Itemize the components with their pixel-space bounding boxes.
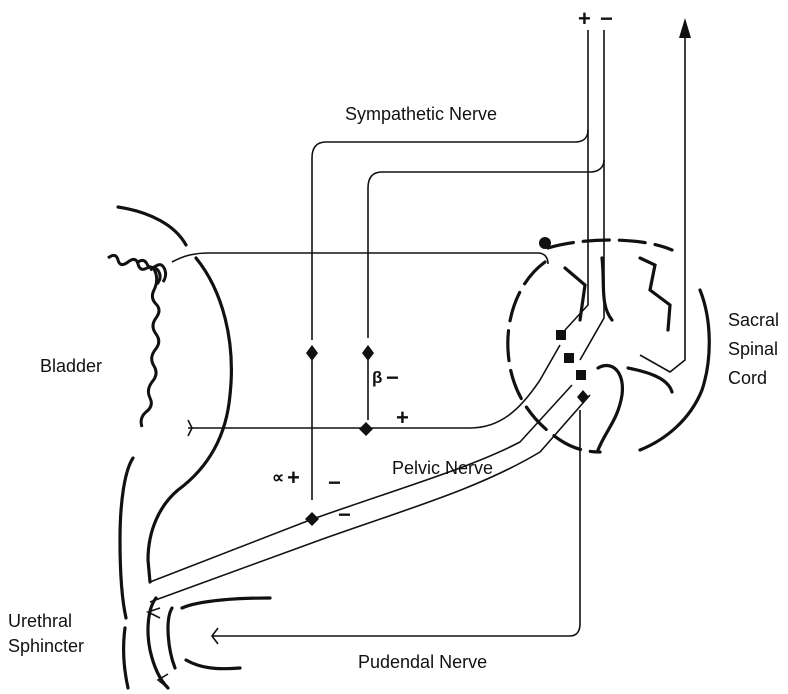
ganglion-dot-icon [539, 237, 551, 249]
synapse-diamond-icon [362, 345, 374, 361]
bladder-label: Bladder [40, 356, 102, 376]
urethral-sphincter [124, 598, 270, 688]
pelvic-nerve-label: Pelvic Nerve [392, 458, 493, 478]
urethral-label: Urethral [8, 611, 72, 631]
synapse-diamond-icon [306, 345, 318, 361]
top-plus-sign: + [578, 6, 591, 31]
sympathetic-nerve-label: Sympathetic Nerve [345, 104, 497, 124]
pudendal-nerve-label: Pudendal Nerve [358, 652, 487, 672]
spinal-cord-cross-section [508, 240, 709, 452]
alpha-plus-sign: + [287, 465, 300, 490]
pelvic-plus-sign: + [396, 405, 409, 430]
cord-label: Cord [728, 368, 767, 388]
synapse-square-icon [576, 370, 586, 380]
synapse-square-icon [564, 353, 574, 363]
bladder-wall [108, 207, 231, 618]
beta-minus-sign: − [386, 365, 399, 390]
sphincter-label: Sphincter [8, 636, 84, 656]
sacral-label: Sacral [728, 310, 779, 330]
synapse-square-icon [556, 330, 566, 340]
sympathetic-minus-sign: − [328, 470, 341, 495]
alpha-symbol: ∝ [272, 468, 284, 487]
synapse-diamond-icon [577, 390, 589, 404]
synapse-markers [305, 237, 589, 526]
top-minus-sign: − [600, 6, 613, 31]
beta-symbol: β [372, 368, 382, 387]
labels: Sympathetic Nerve Bladder Pelvic Nerve U… [8, 6, 779, 672]
synapse-diamond-icon [305, 512, 319, 526]
ascending-arrow-icon [679, 18, 691, 38]
spinal-label: Spinal [728, 339, 778, 359]
synapse-diamond-icon [359, 422, 373, 436]
urethra-minus-sign: − [338, 502, 351, 527]
